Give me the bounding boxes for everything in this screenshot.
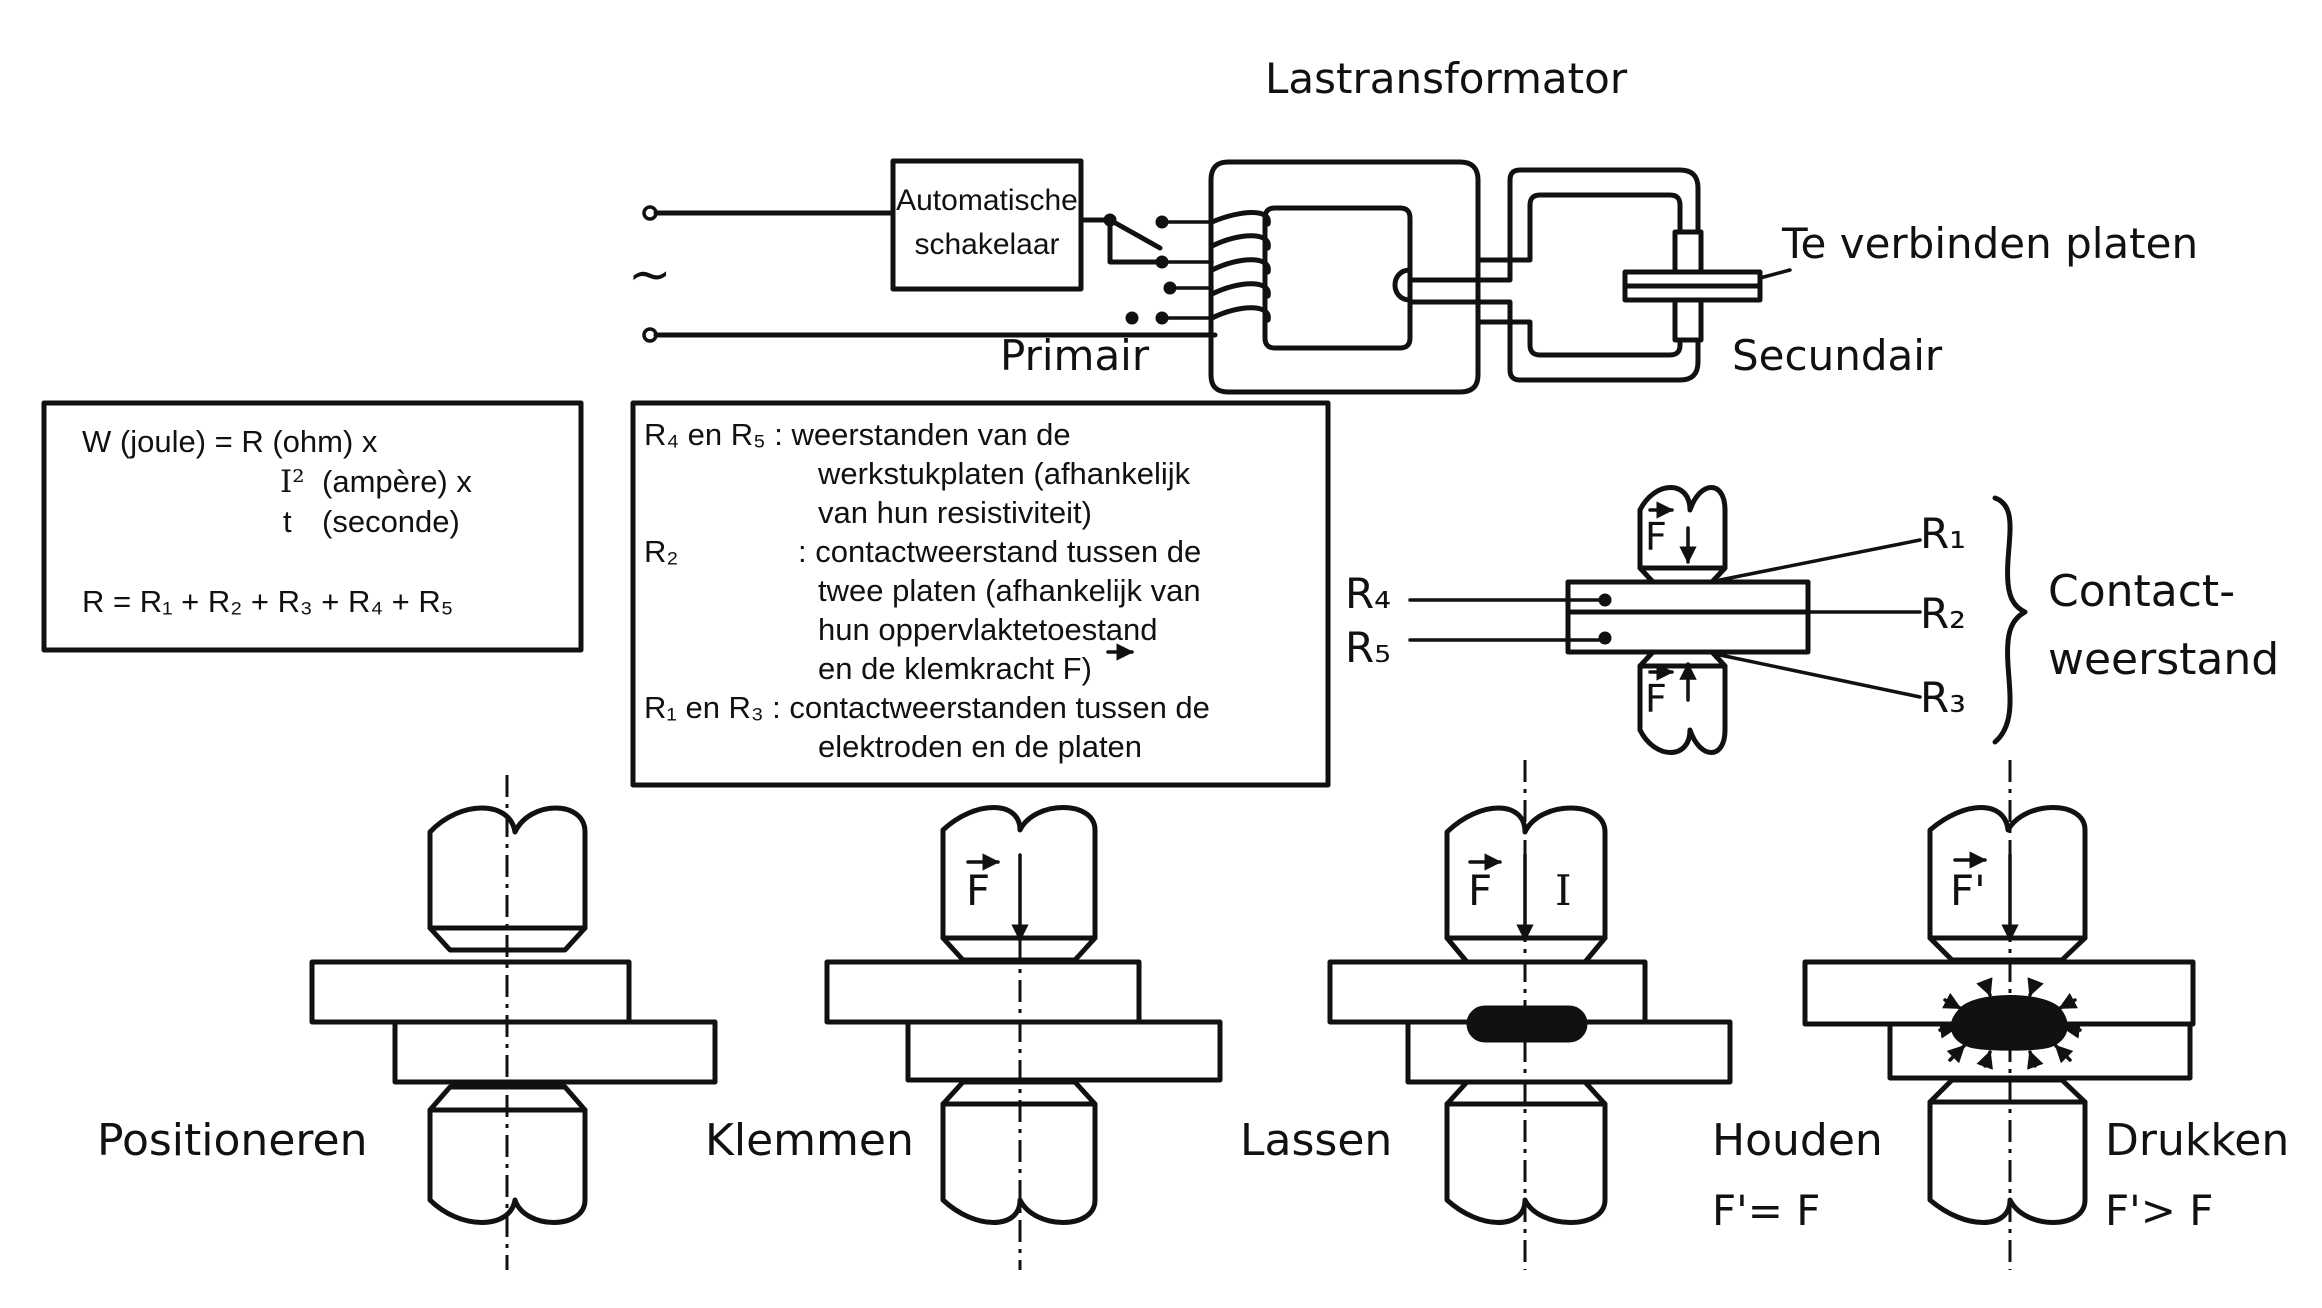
lower-electrode-tip xyxy=(1672,297,1704,343)
tap-contact xyxy=(1125,311,1139,325)
pressure-arrow xyxy=(1946,1044,1966,1064)
formula-line2-symbol: I² xyxy=(280,464,305,500)
plate-upper xyxy=(824,959,1142,1025)
pressure-arrow xyxy=(1938,1021,1958,1039)
formula-line3-symbol: t xyxy=(283,504,292,539)
stage-label: Houden xyxy=(1712,1115,1883,1166)
pressure-arrow xyxy=(2054,1044,2074,1064)
pressure-arrow xyxy=(1976,977,1993,997)
legend-line: R₄ en R₅ : weerstanden van de xyxy=(644,417,1071,452)
upper-electrode xyxy=(1927,805,2088,941)
pressure-arrow xyxy=(2062,1021,2082,1039)
contact-label-line2: weerstand xyxy=(2048,634,2279,685)
energy-formula-box: W (joule) = R (ohm) x I² (ampère) x t (s… xyxy=(41,400,584,653)
secondary-turn xyxy=(1392,267,1413,303)
formula-line1: W (joule) = R (ohm) x xyxy=(82,424,378,459)
workpiece-plate-bottom xyxy=(1622,283,1763,303)
weld-nugget xyxy=(1950,995,2068,1051)
pressure-arrow xyxy=(1941,992,1962,1010)
contact-brace xyxy=(1992,495,2028,745)
lower-electrode-tip xyxy=(1927,1077,2088,1105)
transformer-core-outer xyxy=(1208,159,1481,395)
tap-changer-wire xyxy=(1078,217,1163,265)
plate-lower xyxy=(392,1019,718,1085)
primary-coil xyxy=(1209,210,1271,323)
r2-label: R₂ xyxy=(1920,589,1966,638)
tap-contact xyxy=(1103,213,1117,227)
stage-label: Drukken xyxy=(2105,1115,2289,1166)
contact-resistance-diagram: F F R₁ R₂ R₃ R₄ R₅ Contact- weerstand xyxy=(1345,485,2279,755)
transformer-circuit: Lastransformator ~ Automatische schakela… xyxy=(628,54,2198,395)
contact-lower-electrode xyxy=(1637,663,1728,755)
legend-line: twee platen (afhankelijk van xyxy=(818,573,1201,608)
plates-label: Te verbinden platen xyxy=(1781,219,2198,268)
formula-line2-text: (ampère) x xyxy=(322,464,472,499)
legend-line: R₁ en R₃ : contactweerstanden tussen de xyxy=(644,690,1210,725)
stage-sublabel: F'= F xyxy=(1712,1186,1820,1235)
legend-line: werkstukplaten (afhankelijk xyxy=(817,456,1191,491)
r1-label: R₁ xyxy=(1920,509,1966,558)
automatic-switch-label-line1: Automatische xyxy=(896,184,1078,217)
legend-line: en de klemkracht F) xyxy=(818,651,1092,686)
pressure-arrow xyxy=(2058,992,2079,1010)
secondary-loop-inner xyxy=(1475,192,1683,358)
stage-houden-drukken: F' Houden F'= F Drukken F'> F xyxy=(1712,760,2289,1270)
r3-label: R₃ xyxy=(1920,673,1966,722)
stage-lassen: F I Lassen xyxy=(1240,760,1733,1270)
contact-plate-top xyxy=(1565,579,1811,615)
lower-electrode xyxy=(1927,1099,2088,1225)
pressure-arrow xyxy=(1976,1050,1993,1070)
tap-leads xyxy=(1160,220,1214,320)
formula-line3-text: (seconde) xyxy=(322,504,460,539)
automatic-switch-label-line2: schakelaar xyxy=(914,228,1059,261)
pressure-arrow xyxy=(2027,1050,2044,1070)
stage-label: Klemmen xyxy=(705,1115,914,1166)
pressure-arrows xyxy=(1938,977,2082,1070)
contact-plate-bottom xyxy=(1565,609,1811,655)
upper-electrode-tip xyxy=(1927,935,2088,963)
legend-line: hun oppervlaktetoestand xyxy=(818,612,1158,647)
secondary-loop-outer xyxy=(1407,167,1701,383)
upper-electrode-tip xyxy=(1672,229,1704,275)
automatic-switch-box xyxy=(890,158,1084,292)
force-label: F xyxy=(1645,515,1667,559)
plate-lower xyxy=(905,1019,1223,1083)
r3-leader xyxy=(1718,653,1922,699)
r5-label: R₅ xyxy=(1345,623,1391,672)
stage-positioneren: Positioneren xyxy=(97,775,718,1270)
force-label: F xyxy=(1468,866,1492,915)
stage-label: Lassen xyxy=(1240,1115,1392,1166)
contact-label-line1: Contact- xyxy=(2048,566,2235,617)
transformer-title: Lastransformator xyxy=(1265,54,1628,103)
legend-line: elektroden en de platen xyxy=(818,729,1142,764)
force-label: F xyxy=(1645,677,1667,721)
primary-label: Primair xyxy=(1000,331,1150,380)
energy-formula-frame xyxy=(41,400,584,653)
resistance-legend-box: R₄ en R₅ : weerstanden van de werkstukpl… xyxy=(630,400,1331,788)
plate-upper xyxy=(1802,959,2196,1027)
plates-leader xyxy=(1758,268,1792,280)
ac-symbol: ~ xyxy=(628,245,672,305)
plate-upper xyxy=(309,959,632,1025)
stage-klemmen: F Klemmen xyxy=(705,805,1223,1270)
legend-line: : contactweerstand tussen de xyxy=(798,534,1201,569)
r1-leader xyxy=(1718,538,1922,582)
force-prime-label: F' xyxy=(1950,866,1986,915)
r4-label: R₄ xyxy=(1345,569,1391,618)
legend-line: van hun resistiviteit) xyxy=(818,495,1092,530)
weld-nugget xyxy=(1466,1005,1588,1043)
transformer-core-inner xyxy=(1262,205,1413,351)
legend-frame xyxy=(630,400,1331,788)
legend-line: R₂ xyxy=(644,534,678,569)
formula-line4: R = R₁ + R₂ + R₃ + R₄ + R₅ xyxy=(82,584,453,619)
pressure-arrow xyxy=(2027,977,2044,997)
stage-sublabel: F'> F xyxy=(2105,1186,2213,1235)
secondary-label: Secundair xyxy=(1732,331,1943,380)
force-label: F xyxy=(966,866,990,915)
current-label: I xyxy=(1555,866,1572,915)
stage-label: Positioneren xyxy=(97,1115,367,1166)
